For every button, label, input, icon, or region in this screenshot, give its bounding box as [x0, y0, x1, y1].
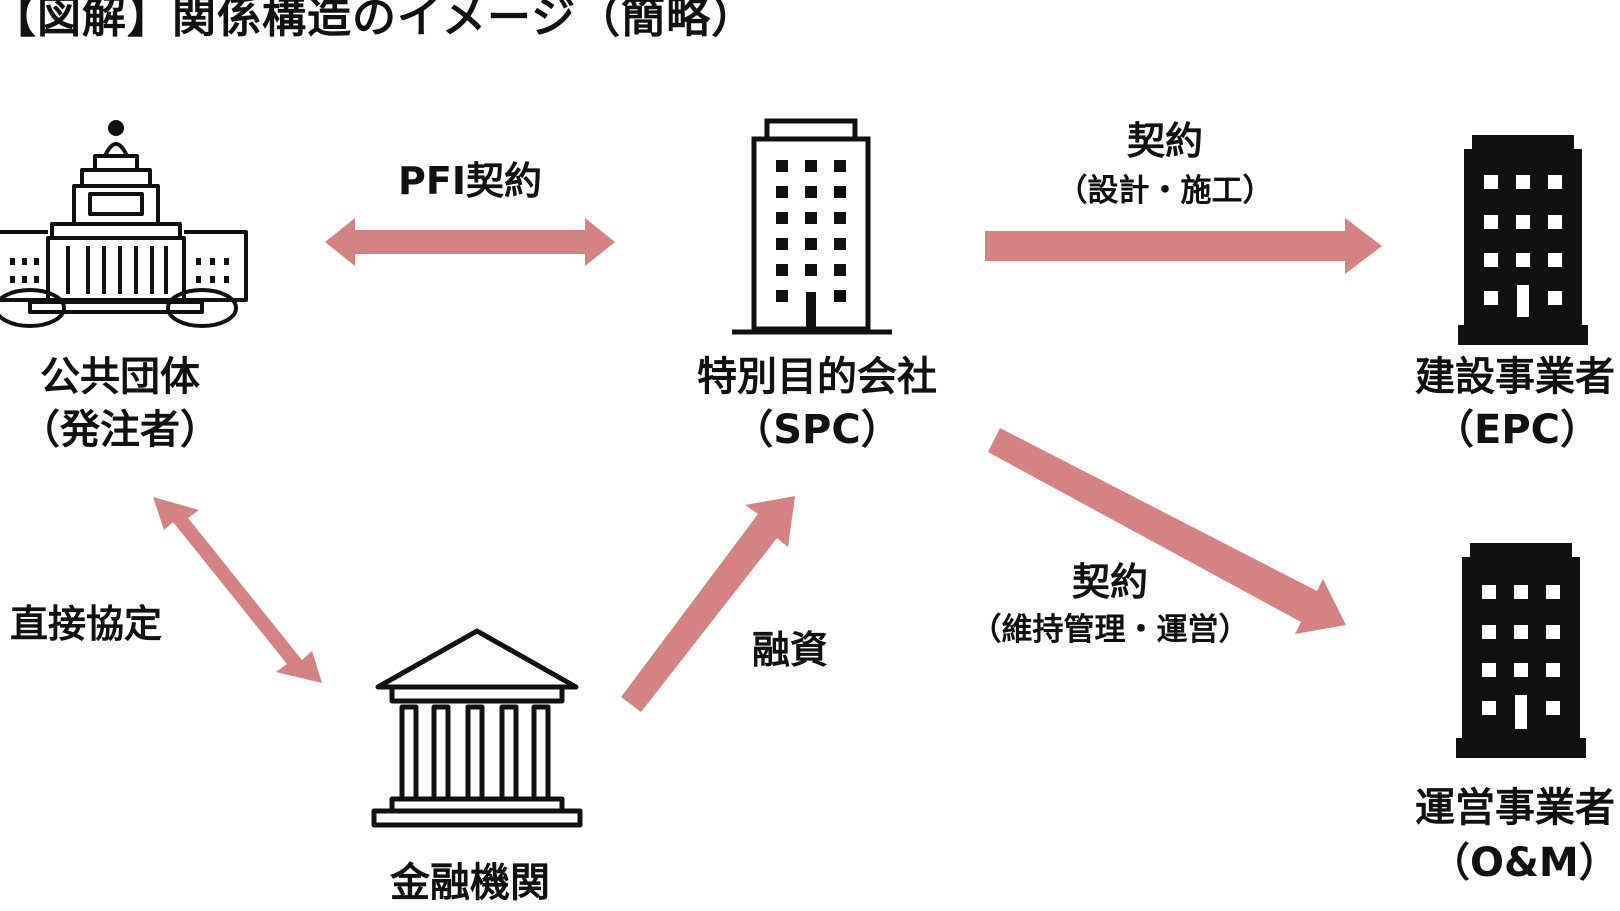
node-om-name: 運営事業者: [1415, 785, 1615, 831]
government-building-icon: [0, 120, 248, 328]
edge-om-sub: （維持管理・運営）: [970, 612, 1250, 648]
building-solid-icon: [1458, 135, 1588, 345]
node-public-name: 公共団体: [40, 354, 200, 400]
arrow-spc-to-epc: [985, 218, 1382, 274]
node-spc-name: 特別目的会社: [697, 354, 937, 400]
node-spc-role: （SPC）: [733, 407, 901, 453]
edge-epc-sub: （設計・施工）: [1056, 173, 1274, 209]
arrow-pfi-contract: [325, 218, 615, 266]
arrow-bank-to-spc: [621, 496, 795, 712]
bank-icon: [371, 628, 583, 828]
node-public-role: （発注者）: [20, 407, 220, 453]
node-om-role: （O&M）: [1430, 840, 1619, 886]
arrow-direct-agreement: [153, 497, 322, 683]
edge-direct-label: 直接協定: [10, 602, 163, 646]
node-bank-name: 金融機関: [390, 860, 550, 906]
building-solid-icon: [1456, 543, 1586, 758]
edge-finance-label: 融資: [751, 628, 828, 672]
arrow-spc-to-om: [988, 428, 1346, 634]
office-tower-icon: [732, 118, 892, 335]
edge-pfi-label: PFI契約: [398, 159, 542, 203]
node-epc-role: （EPC）: [1434, 407, 1600, 453]
edge-epc-label: 契約: [1126, 119, 1203, 163]
diagram-title: 【図解】関係構造のイメージ（簡略）: [0, 0, 757, 43]
node-epc-name: 建設事業者: [1415, 354, 1615, 400]
edge-om-label: 契約: [1071, 560, 1148, 604]
